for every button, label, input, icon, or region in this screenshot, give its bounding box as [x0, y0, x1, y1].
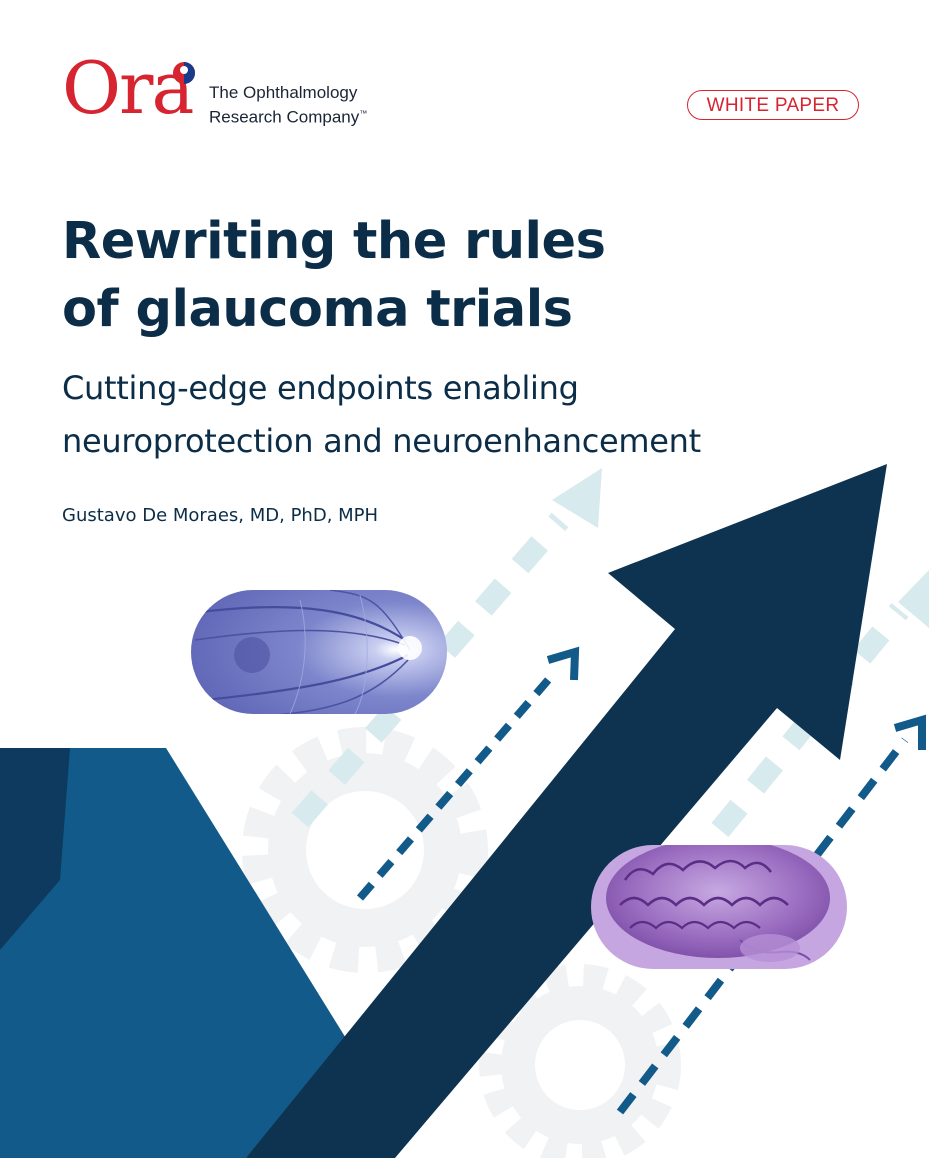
trend-ribbon	[0, 748, 352, 1158]
gear-icon	[501, 986, 659, 1144]
title-line1: Rewriting the rules	[62, 212, 606, 271]
page-title: Rewriting the rules of glaucoma trials	[62, 208, 822, 344]
tagline-line2: Research Company™	[209, 103, 367, 128]
retina-image-icon	[191, 590, 447, 714]
logo-eye-icon	[173, 62, 195, 84]
trend-arrow-icon	[246, 464, 887, 1158]
gear-icon	[268, 753, 462, 947]
dashed-arrow-icon	[356, 646, 580, 901]
dashed-arrow-icon	[291, 468, 602, 828]
tagline-line2-text: Research Company	[209, 107, 360, 127]
brain-image-icon	[591, 845, 847, 969]
gear-icon	[479, 964, 681, 1158]
author-byline: Gustavo De Moraes, MD, PhD, MPH	[62, 505, 379, 526]
dashed-arrow-icon	[711, 570, 929, 837]
white-paper-badge: WHITE PAPER	[687, 90, 859, 120]
trend-ribbon-shadow	[0, 748, 70, 950]
title-line2: of glaucoma trials	[62, 280, 573, 339]
gear-icon	[242, 727, 488, 973]
subtitle-line1: Cutting-edge endpoints enabling	[62, 369, 579, 407]
subtitle-line2: neuroprotection and neuroenhancement	[62, 422, 701, 460]
brand-tagline: The Ophthalmology Research Company™	[209, 82, 367, 128]
page-subtitle: Cutting-edge endpoints enabling neuropro…	[62, 362, 822, 468]
trademark-symbol: ™	[359, 109, 368, 118]
tagline-line1: The Ophthalmology	[209, 83, 358, 102]
ora-logo: Ora	[62, 46, 194, 130]
